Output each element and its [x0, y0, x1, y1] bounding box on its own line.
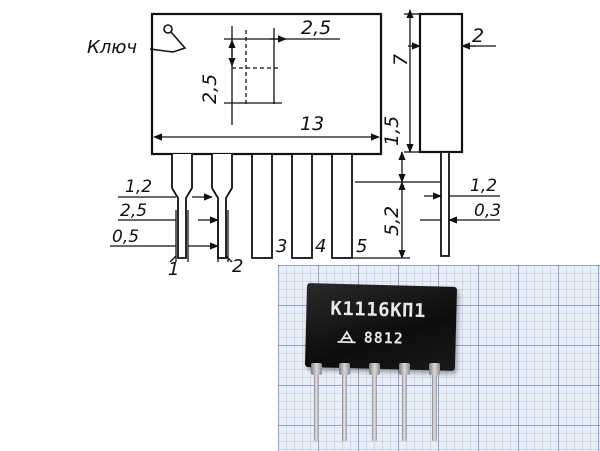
dim-pin-pitch-horizontal: 2,5 — [301, 17, 331, 39]
side-view-lead — [440, 151, 450, 257]
pin-label-2: 2 — [232, 256, 243, 277]
lead-dimension-lines — [110, 193, 233, 263]
key-marker — [149, 24, 187, 53]
dim-side-lead-thickness: 0,3 — [474, 201, 501, 221]
chip-lead-3 — [369, 363, 380, 441]
side-view-dimensions — [352, 9, 500, 259]
pin-grid-detail — [224, 26, 340, 125]
dim-side-lead-width: 1,2 — [470, 176, 497, 196]
dim-pin-pitch-vertical: 2,5 — [199, 74, 221, 104]
part-marking: К1116КП1 — [330, 297, 427, 323]
dim-body-length: 13 — [300, 113, 324, 135]
component-photo: К1116КП1 8812 — [278, 265, 600, 451]
pin-label-4: 4 — [315, 236, 326, 257]
pin-label-5: 5 — [356, 236, 367, 257]
chip-body: К1116КП1 8812 — [304, 283, 458, 371]
dim-side-width: 2 — [472, 25, 484, 47]
key-label: Ключ — [87, 37, 137, 58]
dim-lead-offset: 1,5 — [381, 116, 403, 146]
dim-lead-narrow-width: 0,5 — [112, 227, 139, 247]
side-view-body — [418, 12, 464, 154]
body-outline — [150, 12, 383, 156]
dim-body-thickness: 7 — [390, 54, 412, 66]
chip-lead-5 — [429, 363, 440, 441]
manufacturer-logo-icon — [337, 330, 356, 344]
front-leads — [171, 153, 353, 259]
dim-lead-spacing: 2,5 — [120, 201, 147, 221]
pin-label-3: 3 — [276, 236, 287, 257]
pin-label-1: 1 — [168, 259, 179, 280]
chip-lead-2 — [339, 363, 350, 441]
dim-lead-length: 5,2 — [381, 206, 403, 236]
dim-lead-wide-width: 1,2 — [125, 177, 152, 197]
date-code: 8812 — [363, 328, 405, 348]
chip-lead-4 — [399, 363, 410, 441]
pin-labels: 1 2 3 4 5 — [168, 236, 367, 280]
chip-lead-1 — [311, 363, 322, 441]
